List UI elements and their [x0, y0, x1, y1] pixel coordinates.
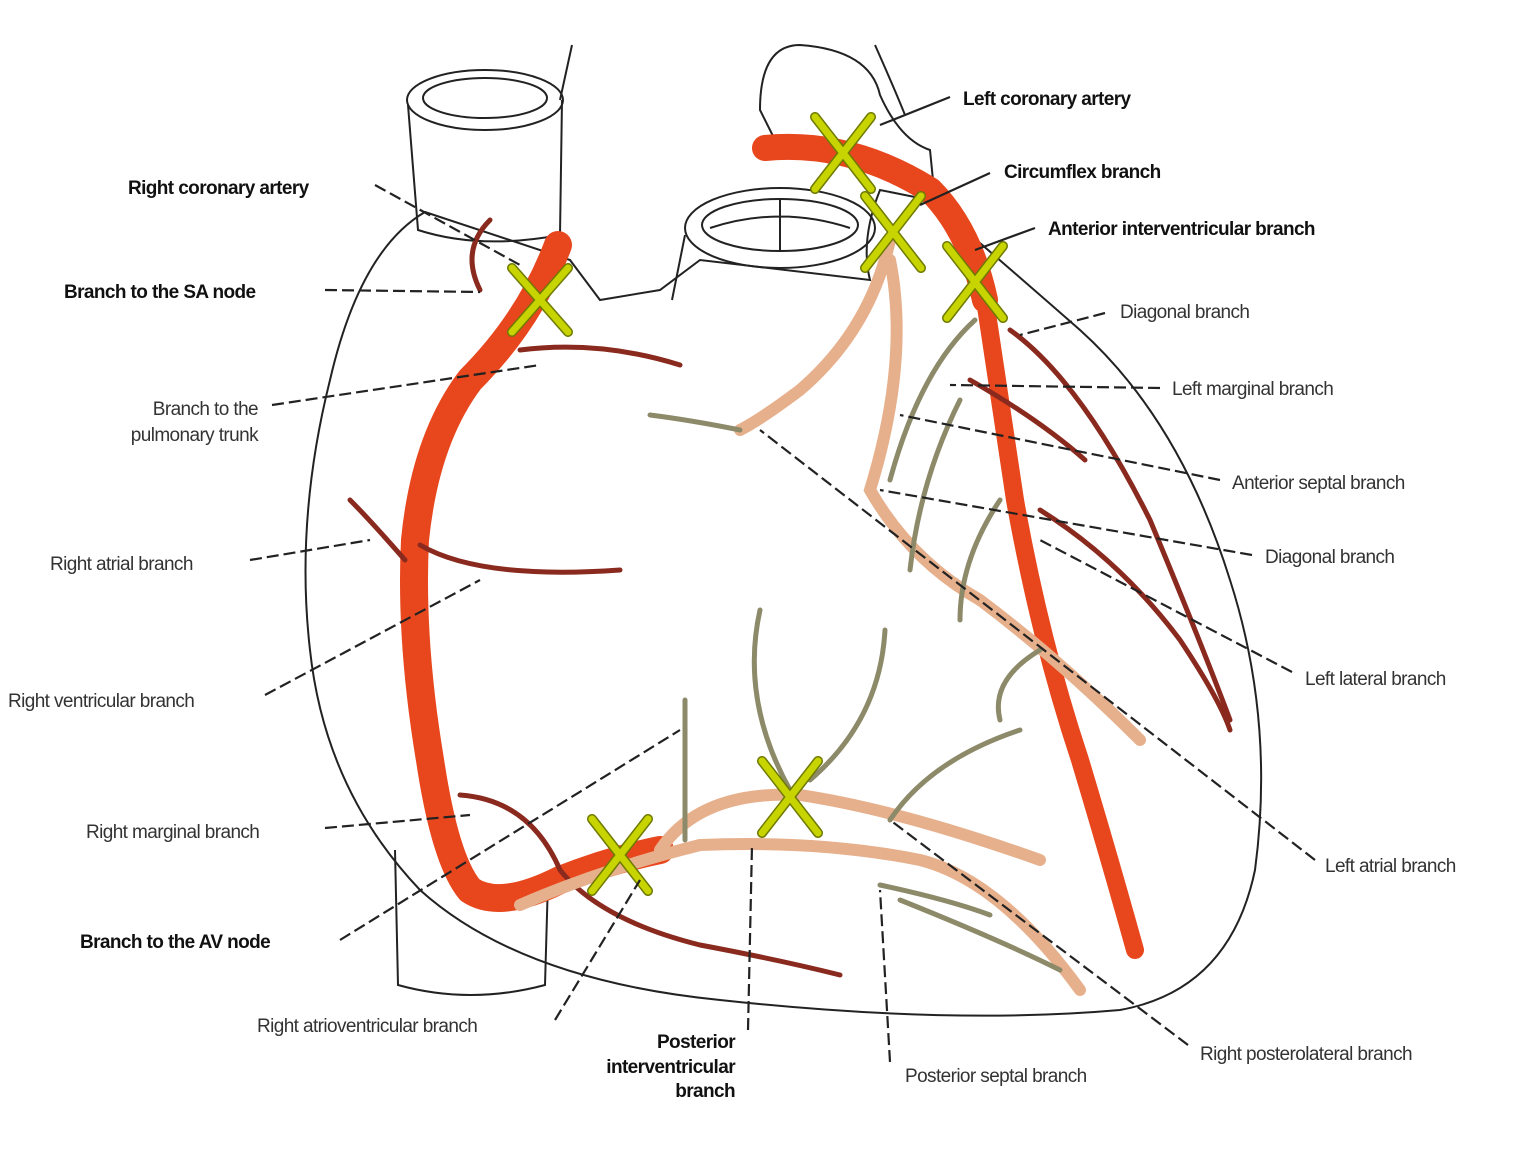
- valve-edge: [671, 234, 686, 301]
- label-right-posterolateral-branch: Right posterolateral branch: [1200, 1044, 1412, 1065]
- heart-outline: [304, 188, 1263, 1017]
- left-coronary-artery: [752, 133, 998, 313]
- x-mark-icon: [810, 112, 876, 194]
- label-right-marginal-branch: Right marginal branch: [86, 822, 259, 843]
- label-circumflex-branch: Circumflex branch: [1004, 162, 1161, 183]
- aorta-edge: [559, 44, 573, 101]
- label-right-atrioventricular-branch: Right atrioventricular branch: [257, 1016, 477, 1037]
- label-anterior-septal-branch: Anterior septal branch: [1232, 473, 1405, 494]
- anterior-interventricular-artery: [976, 291, 1144, 959]
- label-left-coronary-artery: Left coronary artery: [963, 89, 1132, 110]
- sa-node-branch: [469, 217, 493, 293]
- left-marginal-vessel: [967, 377, 1088, 463]
- inferior-vena-cava: [394, 849, 549, 996]
- right-coronary-artery: [400, 231, 674, 912]
- x-mark-icon: [757, 756, 823, 838]
- label-anterior-interventricular-branch: Anterior interventricular branch: [1048, 219, 1315, 240]
- label-posterior-interventricular-3: branch: [675, 1081, 735, 1102]
- x-mark-icon: [860, 191, 926, 273]
- anterior-septal-vessel: [863, 254, 1146, 746]
- x-mark-icon: [587, 814, 653, 896]
- vessel-edge: [874, 44, 906, 116]
- right-posterolateral-vessel: [654, 788, 1046, 866]
- left-lateral-vessel: [1037, 507, 1233, 733]
- right-ventricular-branch-vessel: [417, 542, 623, 575]
- label-diagonal-branch-upper: Diagonal branch: [1120, 302, 1249, 323]
- circumflex-vessel: [734, 234, 896, 436]
- pulmonary-trunk-branch: [517, 344, 683, 368]
- leader-lines: [249, 95, 1316, 1063]
- labels: Right coronary artery Branch to the SA n…: [8, 89, 1456, 1102]
- label-posterior-interventricular-2: interventricular: [606, 1057, 736, 1078]
- label-right-atrial-branch: Right atrial branch: [50, 554, 193, 575]
- aortic-valve: [684, 187, 876, 269]
- label-branch-to-pulmonary-trunk-1: Branch to the: [153, 399, 258, 420]
- label-branch-to-sa-node: Branch to the SA node: [64, 282, 256, 303]
- x-mark-icon: [942, 241, 1008, 323]
- right-atrial-branch-vessel: [347, 497, 408, 563]
- posterior-small-branches: [682, 607, 1063, 973]
- label-left-marginal-branch: Left marginal branch: [1172, 379, 1333, 400]
- label-left-atrial-branch: Left atrial branch: [1325, 856, 1456, 877]
- left-small-branches: [647, 317, 1043, 723]
- x-mark-icon: [507, 263, 573, 337]
- occlusion-marks: [507, 112, 1008, 896]
- valve-cusps: [701, 198, 859, 252]
- aorta-lumen: [422, 77, 548, 119]
- label-right-coronary-artery: Right coronary artery: [128, 178, 310, 199]
- label-posterior-interventricular-1: Posterior: [657, 1032, 736, 1053]
- label-diagonal-branch-lower: Diagonal branch: [1265, 547, 1394, 568]
- diagonal-branch-vessel: [1007, 327, 1233, 723]
- valve-leaflets: [709, 200, 851, 250]
- label-branch-to-av-node: Branch to the AV node: [80, 932, 270, 953]
- label-left-lateral-branch: Left lateral branch: [1305, 669, 1446, 690]
- aorta-opening: [406, 69, 564, 131]
- label-branch-to-pulmonary-trunk-2: pulmonary trunk: [131, 425, 259, 446]
- label-posterior-septal-branch: Posterior septal branch: [905, 1066, 1087, 1087]
- label-right-ventricular-branch: Right ventricular branch: [8, 691, 194, 712]
- right-marginal-branch-vessel: [457, 792, 843, 978]
